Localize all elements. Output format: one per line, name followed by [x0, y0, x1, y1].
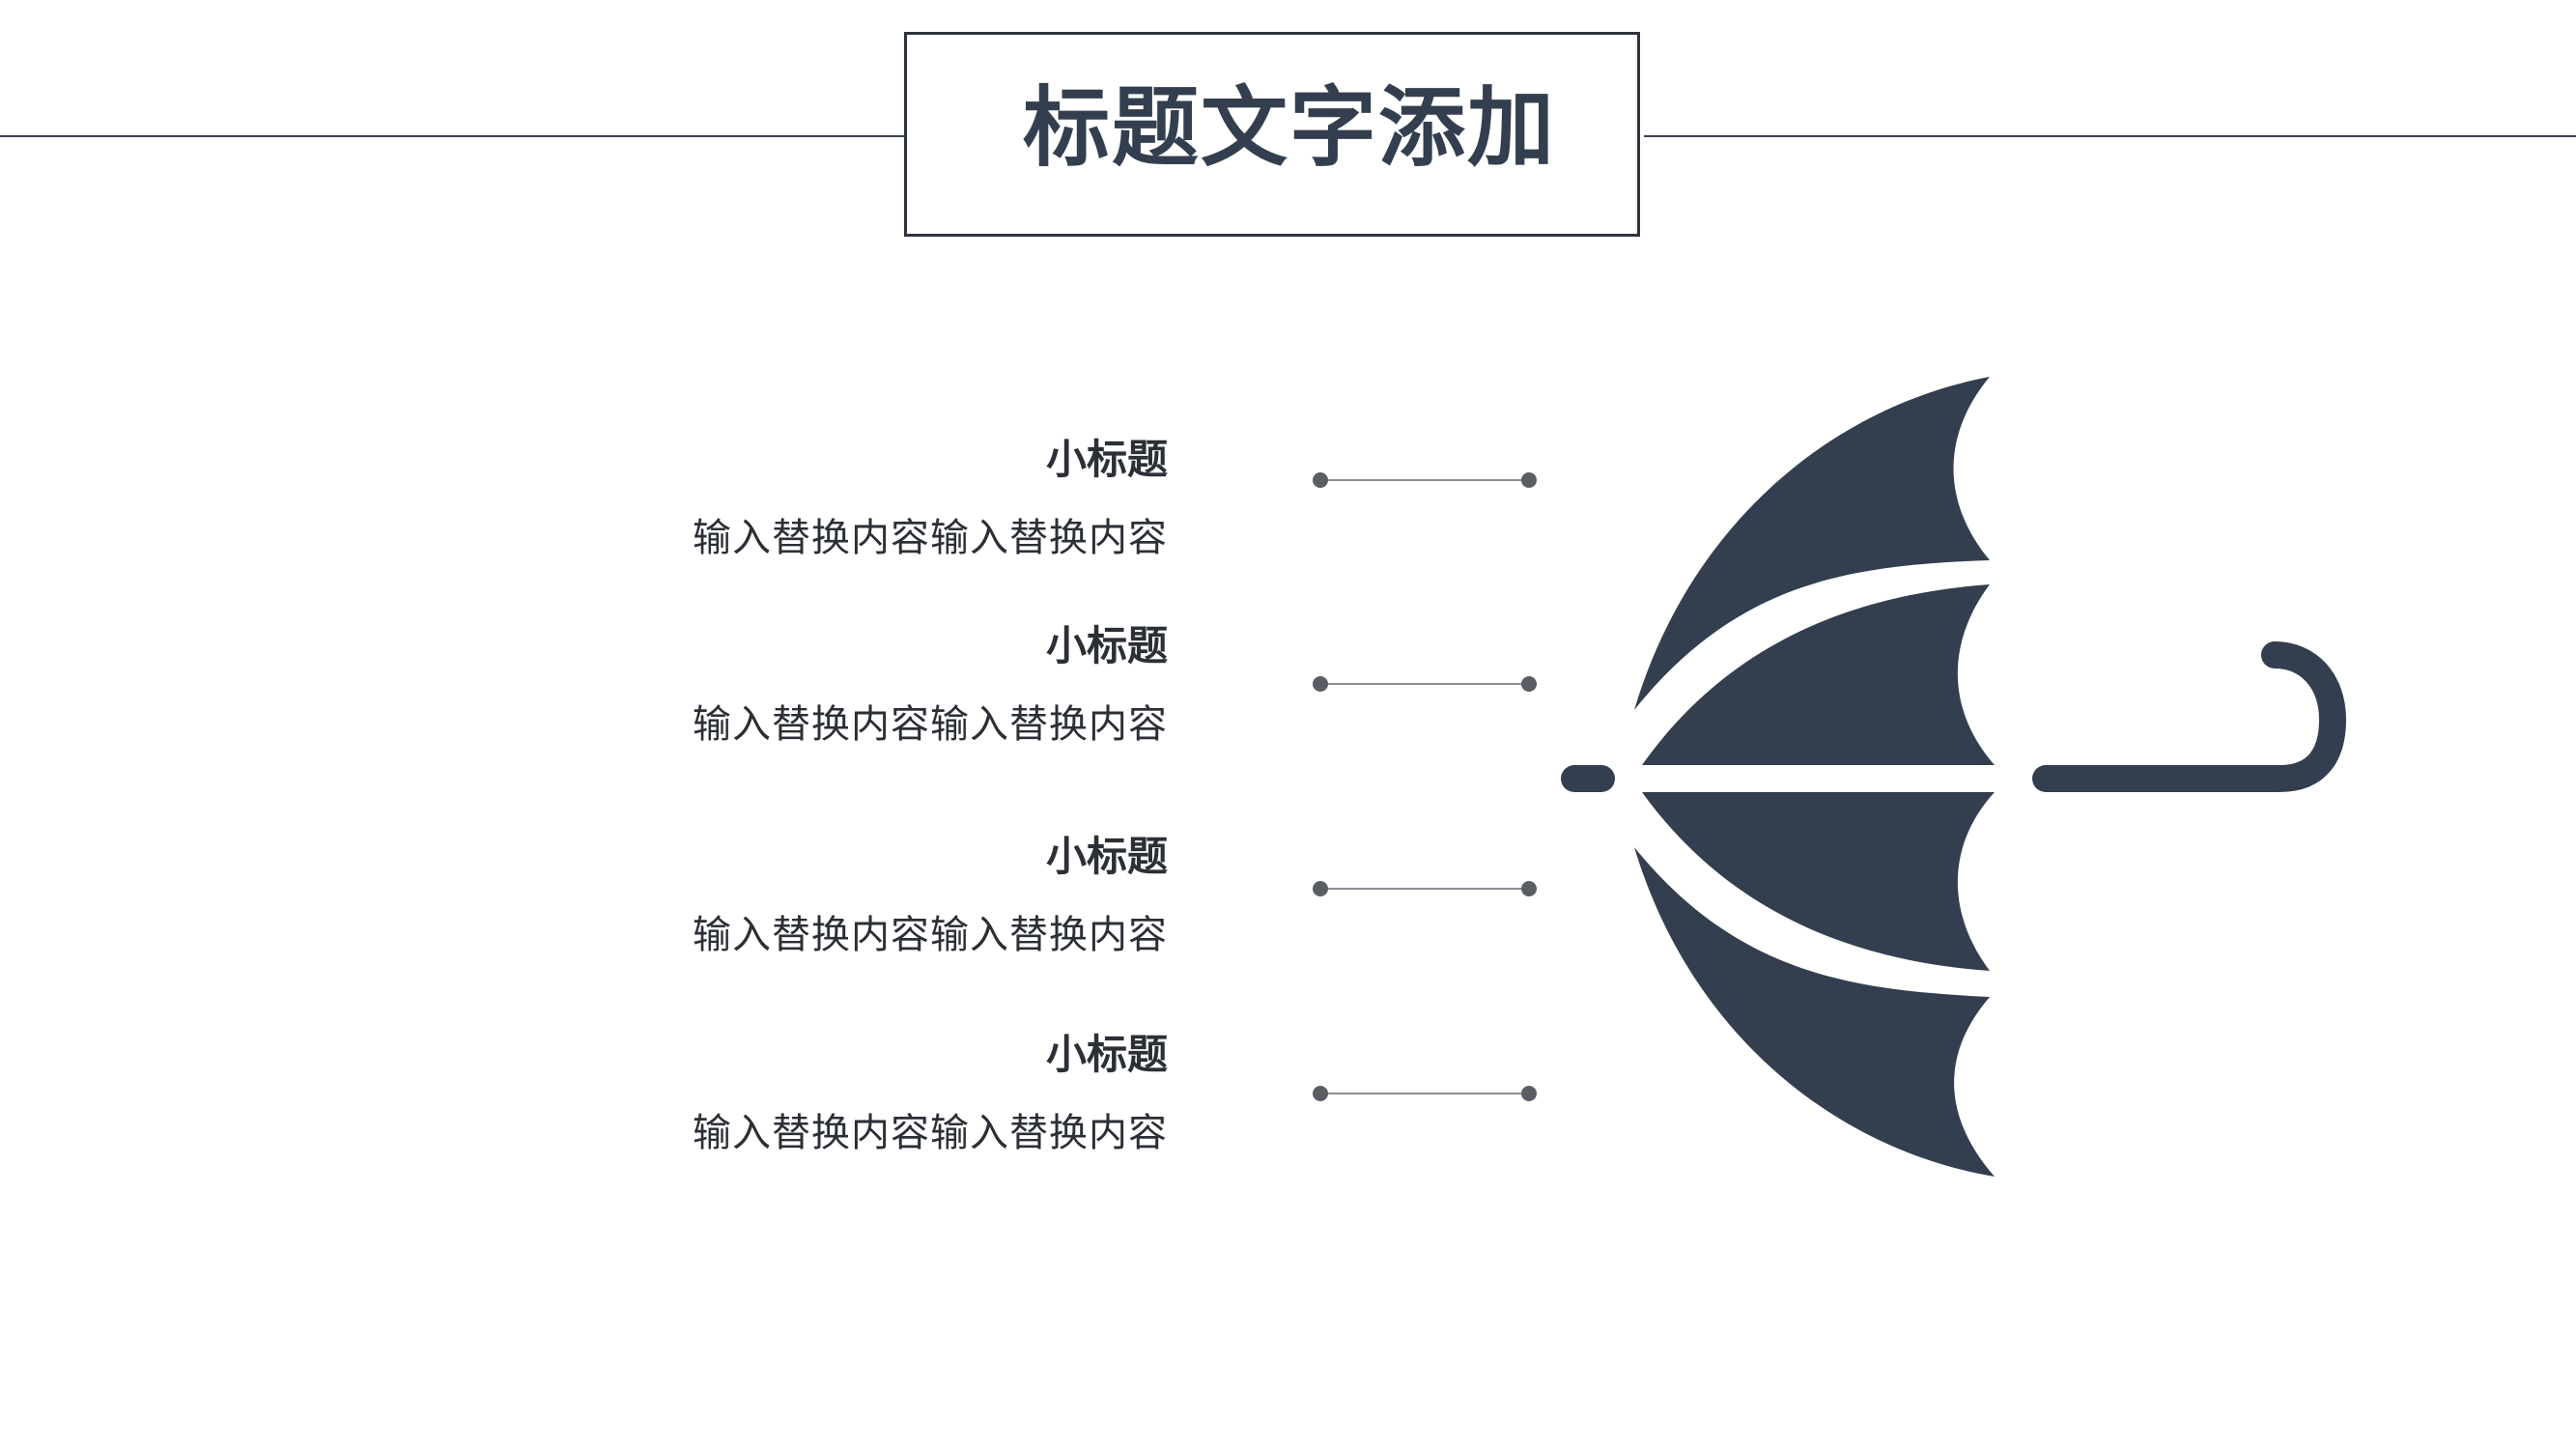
connector-dot-right: [1521, 472, 1537, 488]
header-rule-left: [0, 135, 904, 137]
connector-line: [1313, 881, 1537, 896]
item-description: 输入替换内容输入替换内容: [693, 913, 1168, 957]
connector-line: [1313, 1086, 1537, 1101]
item-title: 小标题: [1045, 622, 1168, 669]
connector-stroke: [1320, 1093, 1529, 1094]
connector-stroke: [1320, 479, 1529, 481]
connector-dot-left: [1313, 472, 1328, 488]
list-item: 小标题 输入替换内容输入替换内容: [492, 436, 1168, 560]
title-box: 标题文字添加: [904, 32, 1640, 237]
connector-line: [1313, 676, 1537, 692]
connector-dot-left: [1313, 676, 1328, 692]
umbrella-panel-upper-middle: [1642, 584, 1995, 765]
item-title: 小标题: [1045, 1031, 1168, 1078]
connector-line: [1313, 472, 1537, 488]
connector-stroke: [1320, 683, 1529, 685]
umbrella-panel-lower-middle: [1642, 792, 1995, 971]
item-title: 小标题: [1045, 833, 1168, 880]
umbrella-panel-top: [1634, 377, 1990, 710]
umbrella-panel-bottom: [1634, 847, 1995, 1177]
connector-dot-right: [1521, 676, 1537, 692]
list-item: 小标题 输入替换内容输入替换内容: [492, 1031, 1168, 1155]
item-title: 小标题: [1045, 436, 1168, 483]
connector-dot-right: [1521, 881, 1537, 896]
page-title: 标题文字添加: [1023, 77, 1556, 179]
umbrella-tip: [1561, 765, 1615, 792]
item-description: 输入替换内容输入替换内容: [693, 702, 1168, 747]
connector-dot-left: [1313, 1086, 1328, 1101]
list-item: 小标题 输入替换内容输入替换内容: [492, 622, 1168, 747]
umbrella-icon: [1561, 377, 2347, 1177]
item-description: 输入替换内容输入替换内容: [693, 1111, 1168, 1155]
connector-stroke: [1320, 888, 1529, 890]
connector-dot-left: [1313, 881, 1328, 896]
list-item: 小标题 输入替换内容输入替换内容: [492, 833, 1168, 957]
umbrella-handle: [2032, 641, 2347, 792]
item-description: 输入替换内容输入替换内容: [693, 516, 1168, 560]
connector-dot-right: [1521, 1086, 1537, 1101]
header-rule-right: [1644, 135, 2576, 137]
